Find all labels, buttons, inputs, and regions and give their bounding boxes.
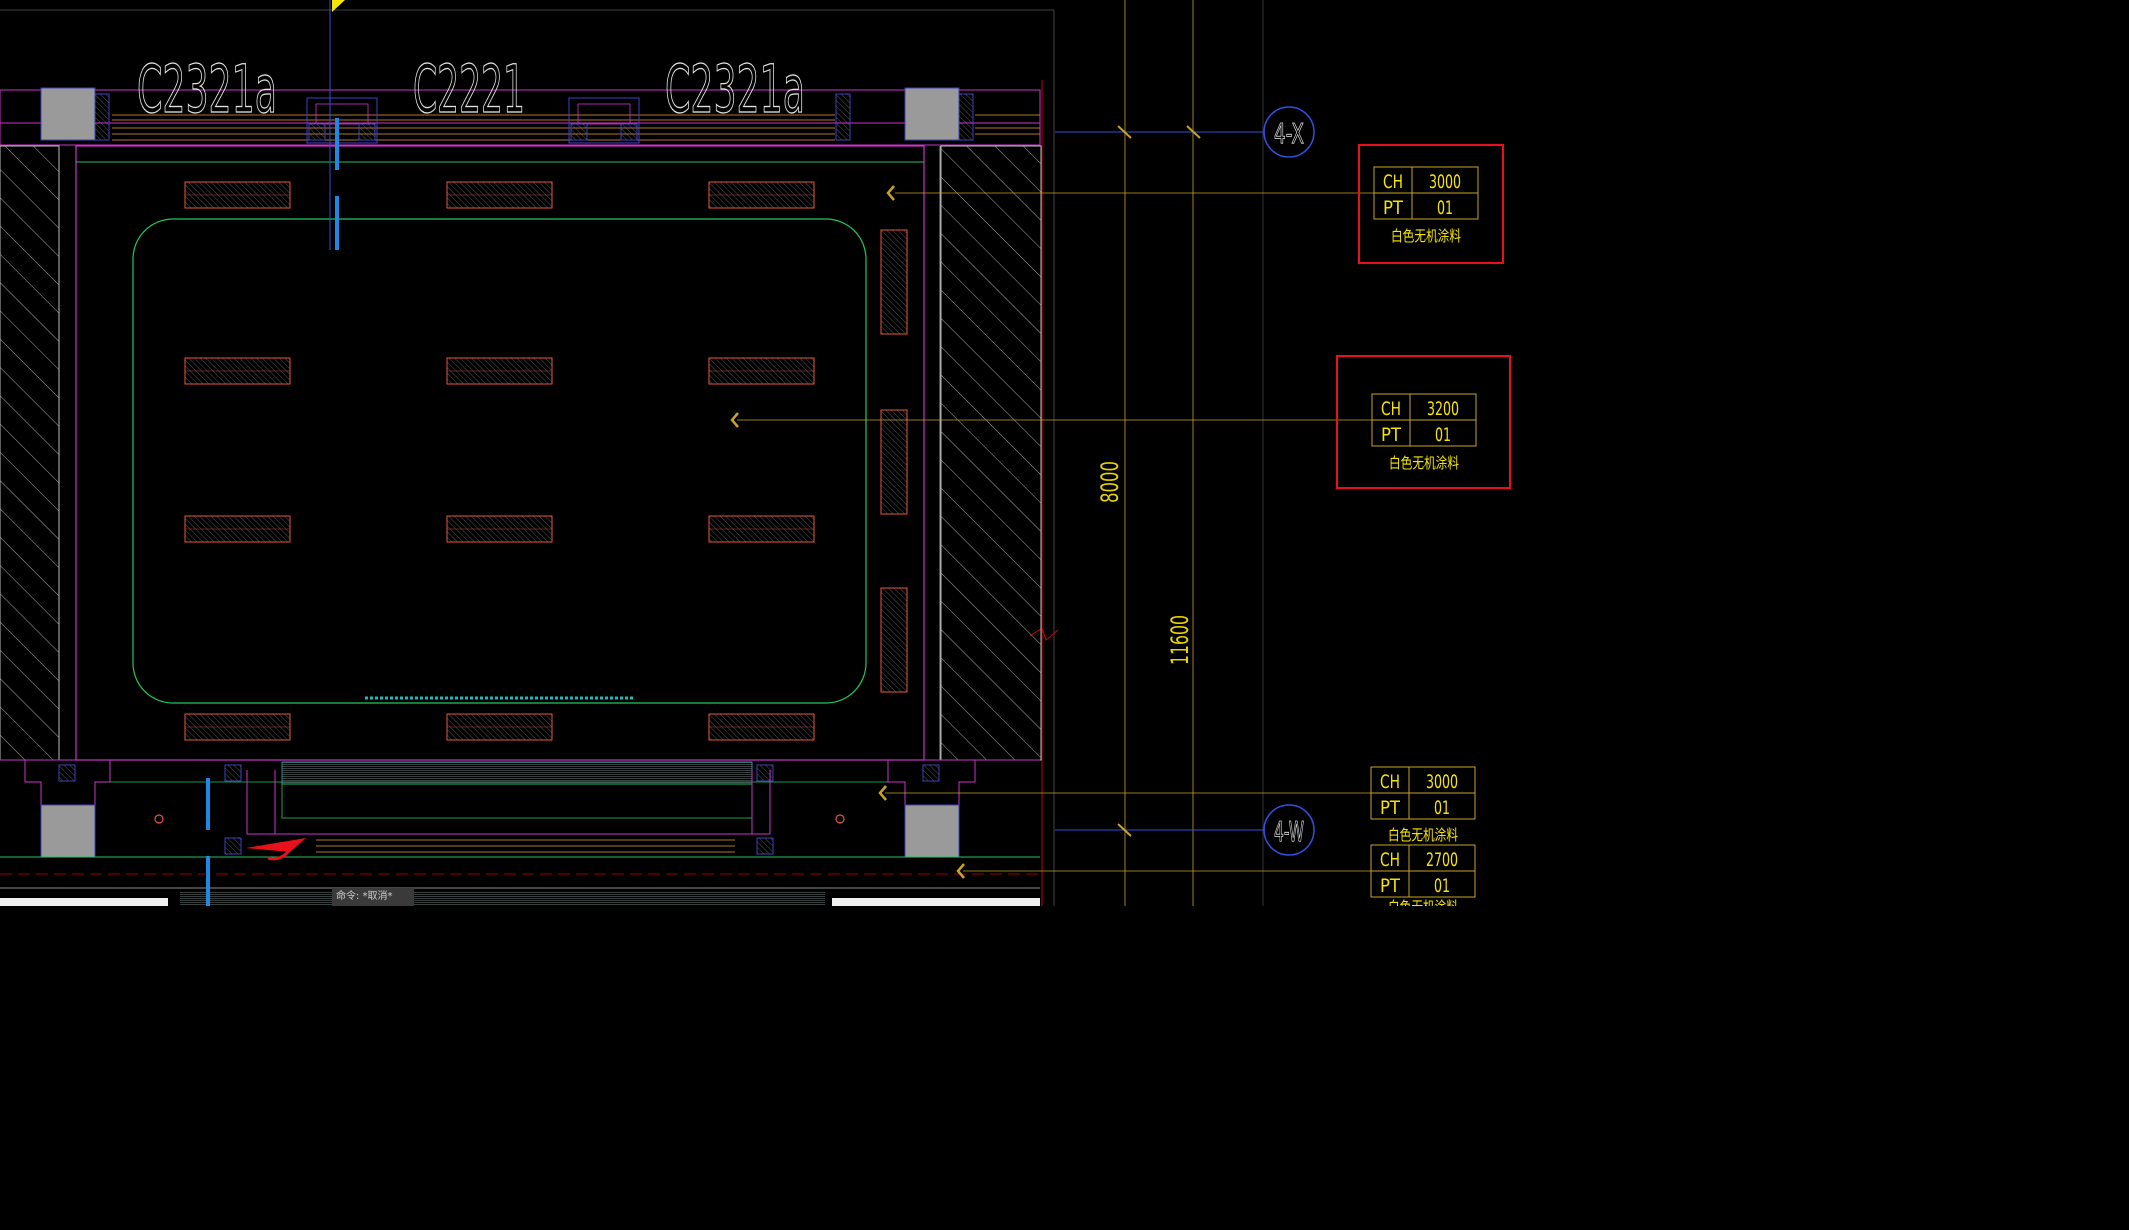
axis-bubble-4x: 4-X bbox=[1263, 106, 1315, 158]
svg-text:3200: 3200 bbox=[1427, 398, 1459, 420]
room-outline bbox=[75, 145, 925, 761]
cad-drawing-canvas[interactable]: C2321a C2221 C2321a 4-X 4-W 8000 11600 C… bbox=[0, 0, 1568, 906]
door-swing-symbol bbox=[246, 838, 306, 861]
column-top-left bbox=[40, 87, 110, 141]
wall-right bbox=[940, 145, 1042, 761]
svg-text:白色无机涂料: 白色无机涂料 bbox=[1389, 454, 1459, 472]
svg-text:PT: PT bbox=[1380, 797, 1401, 819]
ceiling-tag-2[interactable]: CH 3200 PT 01 白色无机涂料 bbox=[1336, 355, 1511, 489]
column-bottom-right bbox=[904, 804, 960, 858]
svg-text:01: 01 bbox=[1437, 197, 1453, 219]
status-box-right bbox=[832, 898, 1040, 906]
ceiling-boundary bbox=[132, 218, 867, 704]
svg-text:4-X: 4-X bbox=[1274, 117, 1304, 150]
command-line[interactable]: 命令: *取消* bbox=[332, 888, 414, 906]
svg-text:CH: CH bbox=[1380, 771, 1400, 793]
svg-text:CH: CH bbox=[1380, 849, 1400, 871]
svg-text:01: 01 bbox=[1434, 797, 1450, 819]
ceiling-tag-3[interactable]: CH 3000 PT 01 白色无机涂料 bbox=[1370, 766, 1476, 844]
north-marker bbox=[332, 0, 345, 12]
svg-text:白色无机涂料: 白色无机涂料 bbox=[1391, 227, 1461, 245]
status-box-left bbox=[0, 898, 168, 906]
svg-text:3000: 3000 bbox=[1429, 171, 1461, 193]
window-mullion-1 bbox=[306, 97, 378, 144]
svg-text:白色无机涂料: 白色无机涂料 bbox=[1388, 898, 1458, 906]
axis-bubble-4w: 4-W bbox=[1263, 804, 1315, 856]
svg-text:CH: CH bbox=[1383, 171, 1403, 193]
svg-text:PT: PT bbox=[1380, 875, 1401, 897]
dimension-11600: 11600 bbox=[1166, 615, 1194, 665]
wall-washer-fixtures bbox=[880, 229, 908, 693]
svg-text:PT: PT bbox=[1381, 424, 1402, 446]
svg-text:2700: 2700 bbox=[1426, 849, 1458, 871]
svg-text:3000: 3000 bbox=[1426, 771, 1458, 793]
window-label-2: C2221 bbox=[413, 51, 525, 128]
svg-text:01: 01 bbox=[1435, 424, 1451, 446]
window-label-3: C2321a bbox=[665, 51, 805, 128]
column-top-right bbox=[835, 87, 974, 141]
column-bottom-left bbox=[40, 804, 96, 858]
light-fixtures bbox=[184, 181, 815, 741]
ceiling-tag-1[interactable]: CH 3000 PT 01 白色无机涂料 bbox=[1358, 144, 1504, 264]
svg-text:01: 01 bbox=[1434, 875, 1450, 897]
svg-text:PT: PT bbox=[1383, 197, 1404, 219]
svg-text:白色无机涂料: 白色无机涂料 bbox=[1388, 826, 1458, 844]
ceiling-tag-4[interactable]: CH 2700 PT 01 白色无机涂料 bbox=[1370, 844, 1476, 906]
dimension-8000: 8000 bbox=[1096, 461, 1124, 503]
window-label-1: C2321a bbox=[137, 51, 277, 128]
wall-left bbox=[0, 145, 60, 761]
svg-text:CH: CH bbox=[1381, 398, 1401, 420]
window-mullion-2 bbox=[568, 97, 640, 144]
svg-text:4-W: 4-W bbox=[1274, 815, 1304, 848]
